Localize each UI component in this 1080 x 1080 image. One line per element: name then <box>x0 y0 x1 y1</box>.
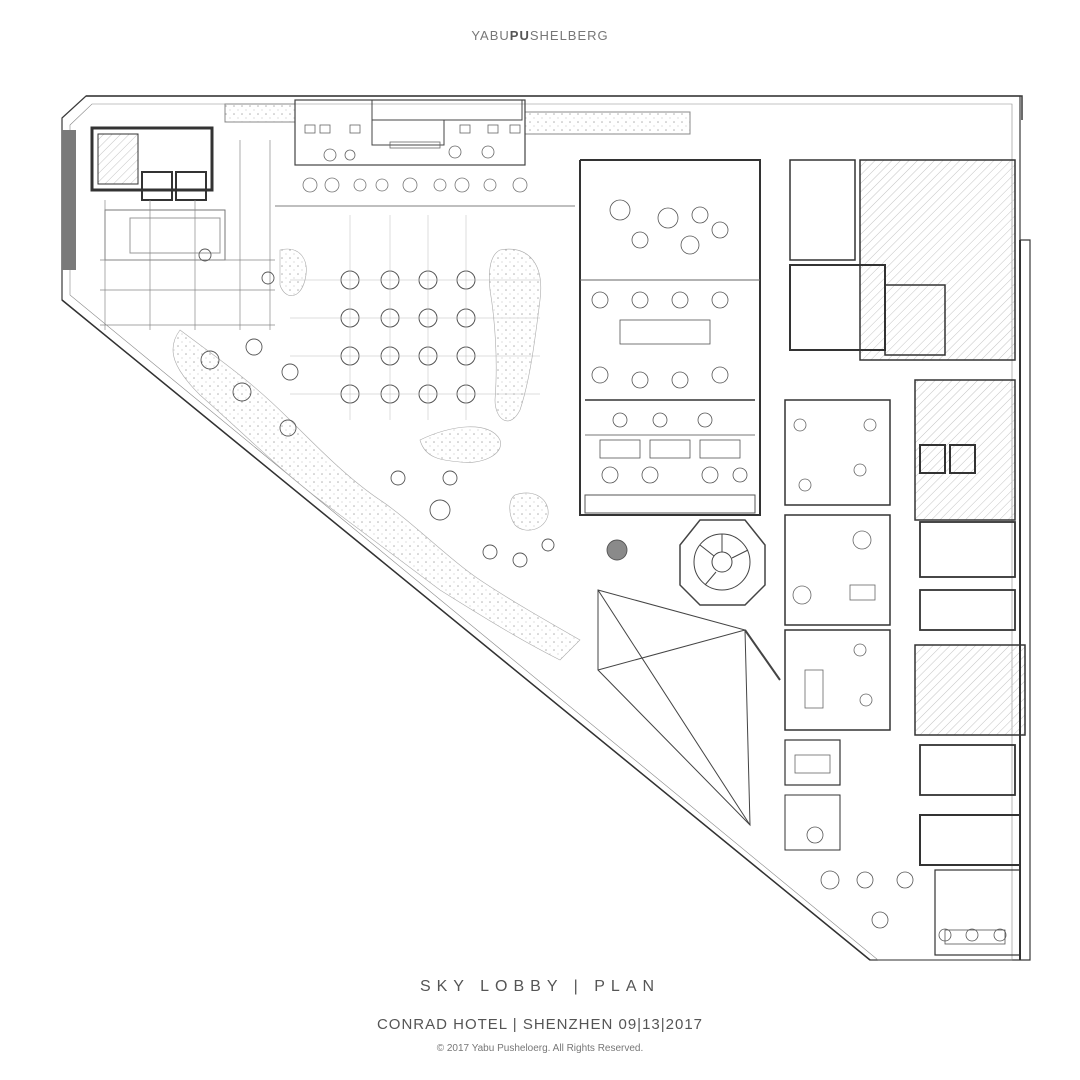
planter-strip-top <box>224 103 296 123</box>
planter-strip-left <box>62 130 76 270</box>
atrium-columns <box>340 270 476 404</box>
atrium-void <box>597 589 781 827</box>
dining-block <box>579 159 761 516</box>
atrium-seating <box>198 248 628 568</box>
core-top-left <box>90 126 226 261</box>
dining-tables <box>591 199 748 484</box>
landscape-planting <box>172 248 581 661</box>
column-grid-left <box>100 140 575 330</box>
plan-subtitle: CONRAD HOTEL | SHENZHEN 09|13|2017 <box>376 1016 704 1033</box>
planter-strip-top-right <box>524 111 691 135</box>
bar-seating <box>304 124 521 162</box>
exterior-wall-diagonal <box>61 299 871 961</box>
copyright: © 2017 Yabu Pusheloerg. All Rights Reser… <box>436 1043 644 1054</box>
meeting-rooms <box>784 399 891 851</box>
brand-part-1: YABU <box>471 28 510 43</box>
table-row-top <box>302 177 528 193</box>
brand-logo: YABUPUSHELBERG <box>0 28 1080 43</box>
brand-part-2: PU <box>509 28 530 43</box>
service-cores-right <box>789 159 1026 956</box>
meeting-furniture <box>792 418 877 774</box>
plan-title: SKY LOBBY | PLAN <box>419 978 661 995</box>
brand-part-3: SHELBERG <box>529 28 609 43</box>
bar-lounge-top <box>294 99 526 166</box>
lower-lounge-seating <box>806 826 1007 945</box>
spiral-stair <box>679 519 766 606</box>
